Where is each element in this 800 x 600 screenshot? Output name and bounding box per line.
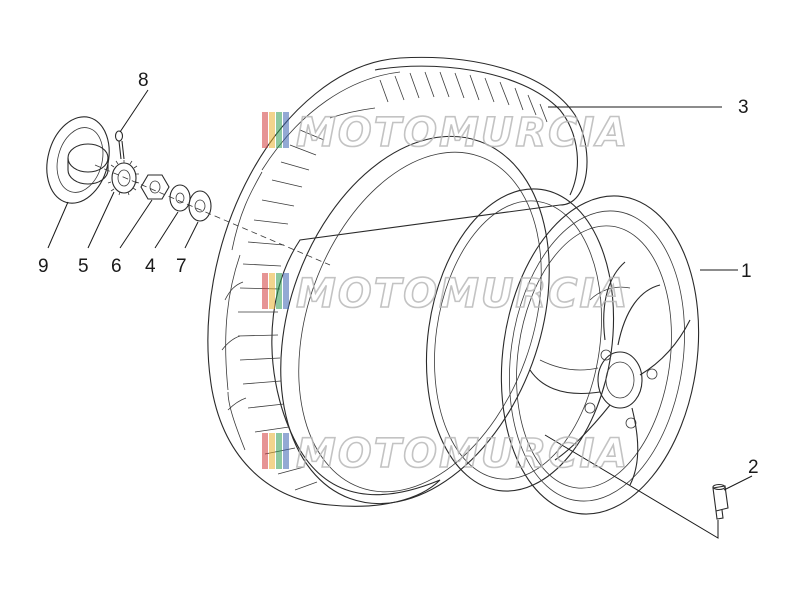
flag-stripe (269, 433, 275, 469)
flag-stripe (276, 273, 282, 309)
gear-part (107, 160, 140, 196)
watermark-text: MOTOMURCIA (296, 271, 629, 317)
nut-part (140, 174, 170, 200)
washer-b-part (188, 190, 212, 222)
washer-a-part (169, 184, 191, 212)
flag-stripe (283, 112, 289, 148)
flag-stripe (262, 273, 268, 309)
tread-pattern (221, 71, 548, 491)
callout-4: 4 (145, 256, 156, 277)
flag-stripe (276, 112, 282, 148)
watermark-3: MOTOMURCIA (262, 430, 629, 478)
callout-6: 6 (111, 256, 122, 277)
callout-5: 5 (78, 256, 89, 277)
watermark-text: MOTOMURCIA (296, 110, 629, 156)
cotter-pin-part (114, 130, 125, 160)
flag-stripe (283, 273, 289, 309)
flag-stripe (262, 112, 268, 148)
valve-stem (712, 483, 729, 520)
callout-2: 2 (748, 457, 759, 478)
callout-3: 3 (738, 97, 749, 118)
watermark-text: MOTOMURCIA (296, 431, 629, 477)
wheel-rim (425, 188, 700, 515)
flag-stripe (262, 433, 268, 469)
callout-7: 7 (176, 256, 187, 277)
flag-stripe (269, 112, 275, 148)
tyre (207, 56, 588, 507)
watermark-2: MOTOMURCIA (262, 270, 629, 318)
callout-1: 1 (741, 261, 752, 282)
flag-stripe (276, 433, 282, 469)
flag-stripe (283, 433, 289, 469)
dust-cover-part (46, 116, 110, 204)
callout-9: 9 (38, 256, 49, 277)
callout-8: 8 (138, 70, 149, 91)
watermark-1: MOTOMURCIA (262, 109, 629, 157)
callout-labels: 3 1 2 8 9 5 6 4 7 (38, 70, 759, 478)
leader-lines (47, 89, 753, 539)
flag-stripe (269, 273, 275, 309)
